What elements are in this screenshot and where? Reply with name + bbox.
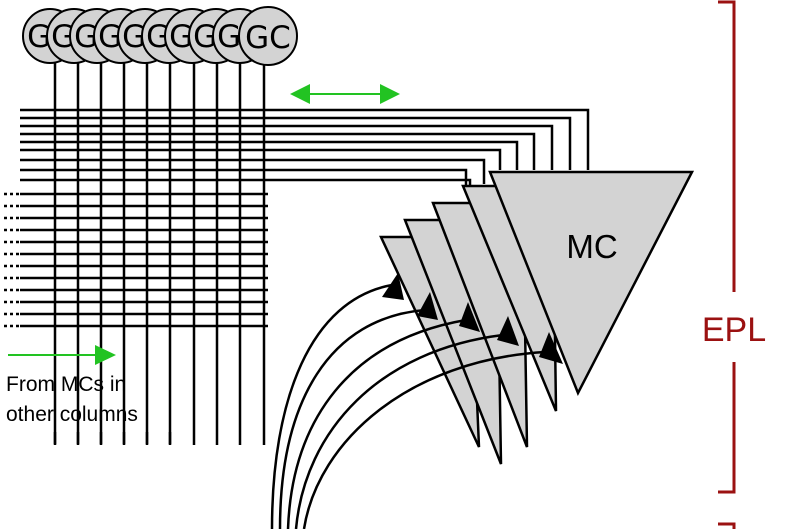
granule-cells: GC GC GC GC GC GC GC GC — [22, 6, 298, 66]
gc-label: GC — [245, 20, 291, 56]
input-arrow — [8, 345, 116, 365]
epl-label: EPL — [702, 311, 766, 349]
mc-label: MC — [566, 228, 617, 265]
lateral-dendrites-upper — [20, 108, 590, 190]
mitral-cells — [379, 170, 695, 465]
caption-line-2: other columns — [6, 403, 138, 426]
gc-line-tails — [53, 432, 172, 444]
caption-line-1: From MCs in — [6, 373, 126, 396]
granule-cell: GC — [238, 6, 298, 66]
lateral-dendrites-lower — [4, 192, 268, 328]
mitral-cell-main — [488, 170, 695, 397]
incoming-axons — [270, 283, 546, 529]
synapse-arrowheads — [382, 273, 563, 364]
gc-vertical-lines — [53, 60, 266, 445]
epl-bracket — [718, 0, 736, 529]
lateral-double-arrow — [290, 84, 400, 104]
